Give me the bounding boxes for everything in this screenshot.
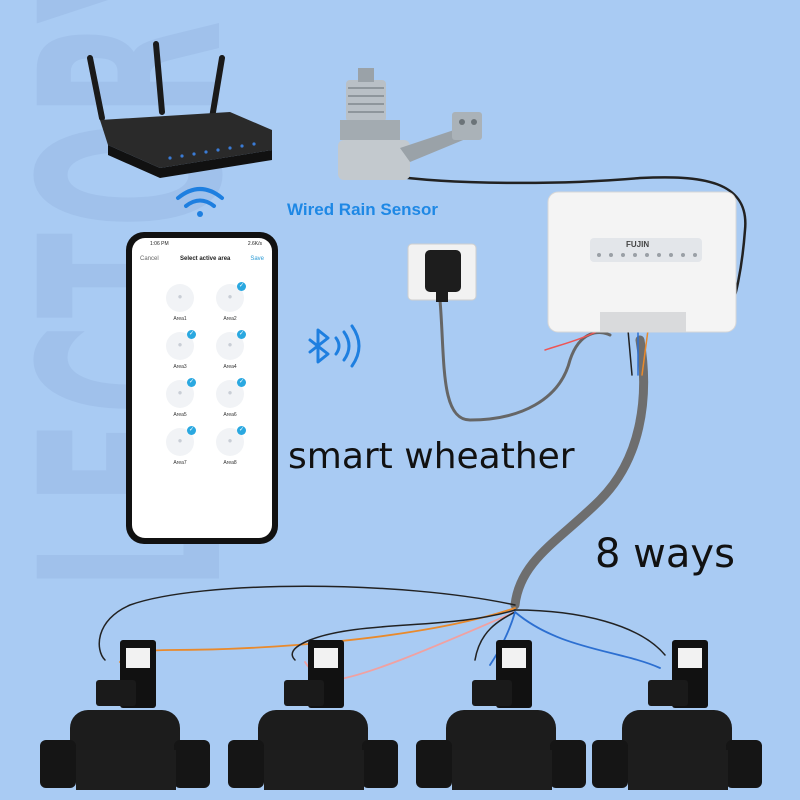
area-label: Area7 bbox=[173, 460, 187, 466]
wire-blue-1 bbox=[489, 611, 516, 666]
person-icon: ● bbox=[177, 340, 183, 349]
rain-sensor-label: Wired Rain Sensor bbox=[287, 200, 438, 219]
rain-sensor bbox=[338, 68, 482, 180]
check-icon: ✓ bbox=[237, 330, 246, 339]
solenoid-valve bbox=[40, 640, 210, 790]
main-cable-bundle bbox=[510, 335, 649, 610]
power-adapter bbox=[407, 243, 477, 302]
ways-label: 8 ways bbox=[595, 531, 735, 577]
area-tile-8[interactable]: ● ✓ Area8 bbox=[212, 426, 248, 474]
cancel-button[interactable]: Cancel bbox=[140, 256, 159, 262]
person-icon: ● bbox=[177, 292, 183, 301]
person-icon: ● bbox=[177, 388, 183, 397]
person-icon: ● bbox=[227, 436, 233, 445]
check-icon: ✓ bbox=[237, 282, 246, 291]
wire-black-4 bbox=[514, 609, 666, 656]
controller-brand: FUJIN bbox=[626, 240, 649, 249]
router bbox=[87, 41, 272, 178]
app-bar: Cancel Select active area Save bbox=[132, 256, 272, 268]
area-label: Area6 bbox=[223, 412, 237, 418]
area-label: Area8 bbox=[223, 460, 237, 466]
person-icon: ● bbox=[227, 292, 233, 301]
area-label: Area2 bbox=[223, 316, 237, 322]
phone-screen: 1:06 PM 2.6K/s Cancel Select active area… bbox=[132, 238, 272, 538]
solenoid-valve bbox=[416, 640, 586, 790]
solenoid-valve bbox=[228, 640, 398, 790]
area-tile-2[interactable]: ● ✓ Area2 bbox=[212, 282, 248, 330]
area-tile-1[interactable]: ● Area1 bbox=[162, 284, 198, 330]
rain-sensor-cable bbox=[383, 173, 747, 312]
check-icon: ✓ bbox=[187, 330, 196, 339]
area-tile-5[interactable]: ● ✓ Area5 bbox=[162, 378, 198, 426]
area-tile-6[interactable]: ● ✓ Area6 bbox=[212, 378, 248, 426]
check-icon: ✓ bbox=[237, 378, 246, 387]
check-icon: ✓ bbox=[187, 378, 196, 387]
status-network: 2.6K/s bbox=[247, 241, 262, 247]
check-icon: ✓ bbox=[237, 426, 246, 435]
status-time: 1:06 PM bbox=[150, 241, 169, 247]
area-tile-3[interactable]: ● ✓ Area3 bbox=[162, 330, 198, 378]
save-button[interactable]: Save bbox=[250, 256, 264, 262]
area-tile-7[interactable]: ● ✓ Area7 bbox=[162, 426, 198, 474]
controller bbox=[547, 191, 737, 333]
solenoid-valves bbox=[40, 640, 762, 790]
bluetooth-icon bbox=[308, 324, 361, 368]
check-icon: ✓ bbox=[187, 426, 196, 435]
area-tile-4[interactable]: ● ✓ Area4 bbox=[212, 330, 248, 378]
screen-title: Select active area bbox=[180, 256, 231, 262]
area-label: Area1 bbox=[173, 316, 187, 322]
wire-black-2 bbox=[291, 609, 516, 661]
area-label: Area3 bbox=[173, 364, 187, 370]
area-label: Area4 bbox=[223, 364, 237, 370]
status-bar: 1:06 PM 2.6K/s bbox=[132, 241, 272, 249]
wifi-icon bbox=[176, 187, 224, 217]
headline: smart wheather bbox=[288, 436, 575, 477]
wire-black-3 bbox=[474, 611, 516, 661]
wire-blue-2 bbox=[514, 611, 661, 669]
person-icon: ● bbox=[227, 388, 233, 397]
solenoid-valve bbox=[592, 640, 762, 790]
cables bbox=[98, 173, 747, 681]
person-icon: ● bbox=[177, 436, 183, 445]
power-cable bbox=[438, 298, 612, 422]
area-label: Area5 bbox=[173, 412, 187, 418]
person-icon: ● bbox=[227, 340, 233, 349]
smartphone: 1:06 PM 2.6K/s Cancel Select active area… bbox=[126, 232, 278, 544]
wire-black-1 bbox=[98, 585, 516, 661]
